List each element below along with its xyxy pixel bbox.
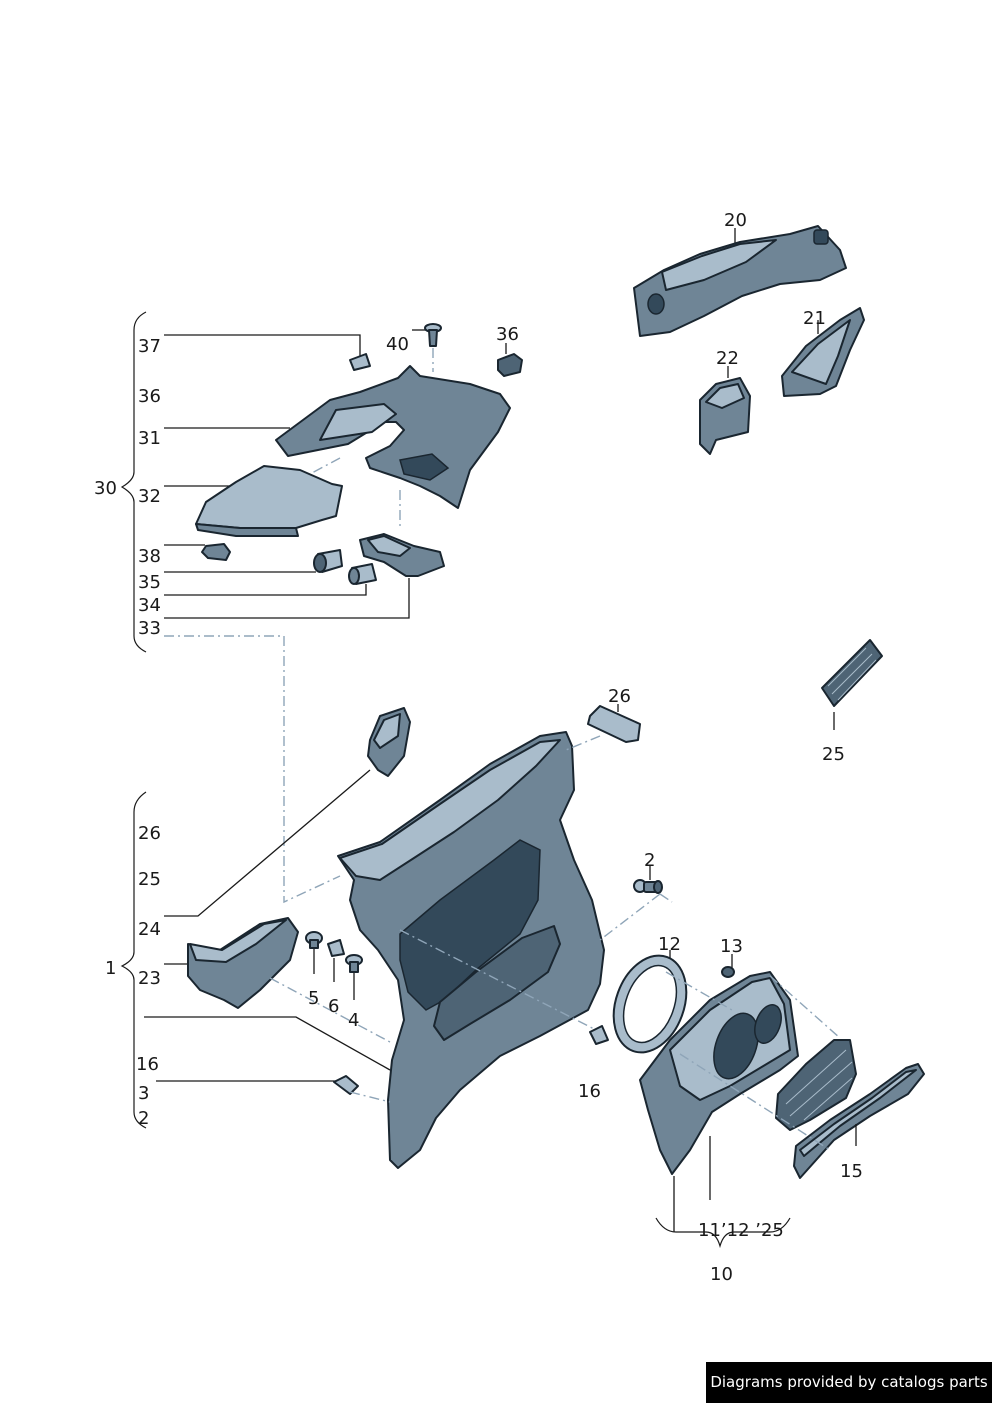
trim-panel-main-top xyxy=(339,739,561,881)
connector-33-to-panel xyxy=(164,635,341,904)
label-22: 22 xyxy=(716,348,739,369)
panel-part-20 xyxy=(633,225,847,337)
sleeve-part-34 xyxy=(348,563,377,585)
pad-part-25 xyxy=(821,639,883,707)
block-part-36 xyxy=(497,353,523,377)
main-panel-group xyxy=(120,635,641,1169)
label-36-side: 36 xyxy=(138,386,161,407)
cover-part-31-recess xyxy=(399,453,450,481)
group-1-brace xyxy=(120,791,147,1129)
label-11-12-25: 11’12 ’25 xyxy=(698,1220,784,1241)
lid-part-32-edge xyxy=(195,523,299,537)
socket-part-35 xyxy=(313,549,343,573)
label-20: 20 xyxy=(724,210,747,231)
label-37: 37 xyxy=(138,336,161,357)
leader-34 xyxy=(164,584,367,596)
label-24: 24 xyxy=(138,919,161,940)
label-2-side: 2 xyxy=(138,1108,149,1129)
label-4: 4 xyxy=(348,1010,359,1031)
label-13: 13 xyxy=(720,936,743,957)
trim-panel-opening xyxy=(399,839,541,1011)
cover-part-23 xyxy=(187,917,299,1009)
label-36-top: 36 xyxy=(496,324,519,345)
label-12: 12 xyxy=(658,934,681,955)
callout-labels: 37 40 36 36 31 30 32 38 35 34 33 20 21 2… xyxy=(94,210,863,1285)
label-2-right: 2 xyxy=(644,850,655,871)
group-10-brace xyxy=(655,1217,791,1249)
lid-part-32 xyxy=(195,465,343,529)
bracket-part-33-top xyxy=(367,535,411,557)
label-32: 32 xyxy=(138,486,161,507)
label-6: 6 xyxy=(328,996,339,1017)
clip-part-37 xyxy=(349,353,371,371)
leader-33 xyxy=(164,578,410,619)
leader-24 xyxy=(164,769,371,917)
label-15: 15 xyxy=(840,1161,863,1182)
cover-part-23-face xyxy=(189,919,287,963)
label-1: 1 xyxy=(105,958,116,979)
clip-part-6 xyxy=(327,939,345,957)
strip-part-15 xyxy=(793,1063,925,1179)
bracket-part-21-face xyxy=(791,319,851,385)
label-40: 40 xyxy=(386,334,409,355)
label-35: 35 xyxy=(138,572,161,593)
label-3: 3 xyxy=(138,1083,149,1104)
label-10: 10 xyxy=(710,1264,733,1285)
panel-part-20-top xyxy=(661,239,777,291)
label-30: 30 xyxy=(94,478,117,499)
upper-assembly-group xyxy=(120,311,523,653)
leader-16-left xyxy=(144,1016,391,1071)
label-16-side: 16 xyxy=(136,1054,159,1075)
label-25-top: 25 xyxy=(822,744,845,765)
label-25-side: 25 xyxy=(138,869,161,890)
label-21: 21 xyxy=(803,308,826,329)
label-34: 34 xyxy=(138,595,161,616)
upper-right-parts xyxy=(633,225,883,730)
label-33: 33 xyxy=(138,618,161,639)
grille-part-25 xyxy=(775,1039,857,1131)
credit-banner: Diagrams provided by catalogs parts xyxy=(706,1362,992,1403)
fastener-part-5 xyxy=(305,931,323,949)
cover-part-31-top xyxy=(319,403,397,441)
clip-part-26-right xyxy=(587,705,641,743)
clip-part-16-right xyxy=(589,1025,609,1045)
clip-part-3 xyxy=(333,1075,359,1095)
lower-right-parts xyxy=(589,866,925,1249)
housing-part-10-opening xyxy=(713,1012,759,1080)
leader-37 xyxy=(164,334,361,356)
grommet-part-13 xyxy=(721,966,735,978)
label-26-side: 26 xyxy=(138,823,161,844)
screw-part-40 xyxy=(424,323,442,372)
ring-part-12 xyxy=(612,954,688,1054)
bolt-part-2 xyxy=(633,879,663,894)
label-5: 5 xyxy=(308,988,319,1009)
cover-part-22-face xyxy=(705,383,745,409)
label-16-right: 16 xyxy=(578,1081,601,1102)
trim-panel-lower-recess xyxy=(433,925,561,1041)
screw-part-4 xyxy=(345,954,363,973)
label-31: 31 xyxy=(138,428,161,449)
clip-part-26-left-face xyxy=(373,713,401,749)
plug-part-38 xyxy=(201,543,231,561)
group-30-brace xyxy=(120,311,147,653)
label-26-right: 26 xyxy=(608,686,631,707)
label-23: 23 xyxy=(138,968,161,989)
strip-part-15-top xyxy=(799,1069,917,1157)
label-38: 38 xyxy=(138,546,161,567)
